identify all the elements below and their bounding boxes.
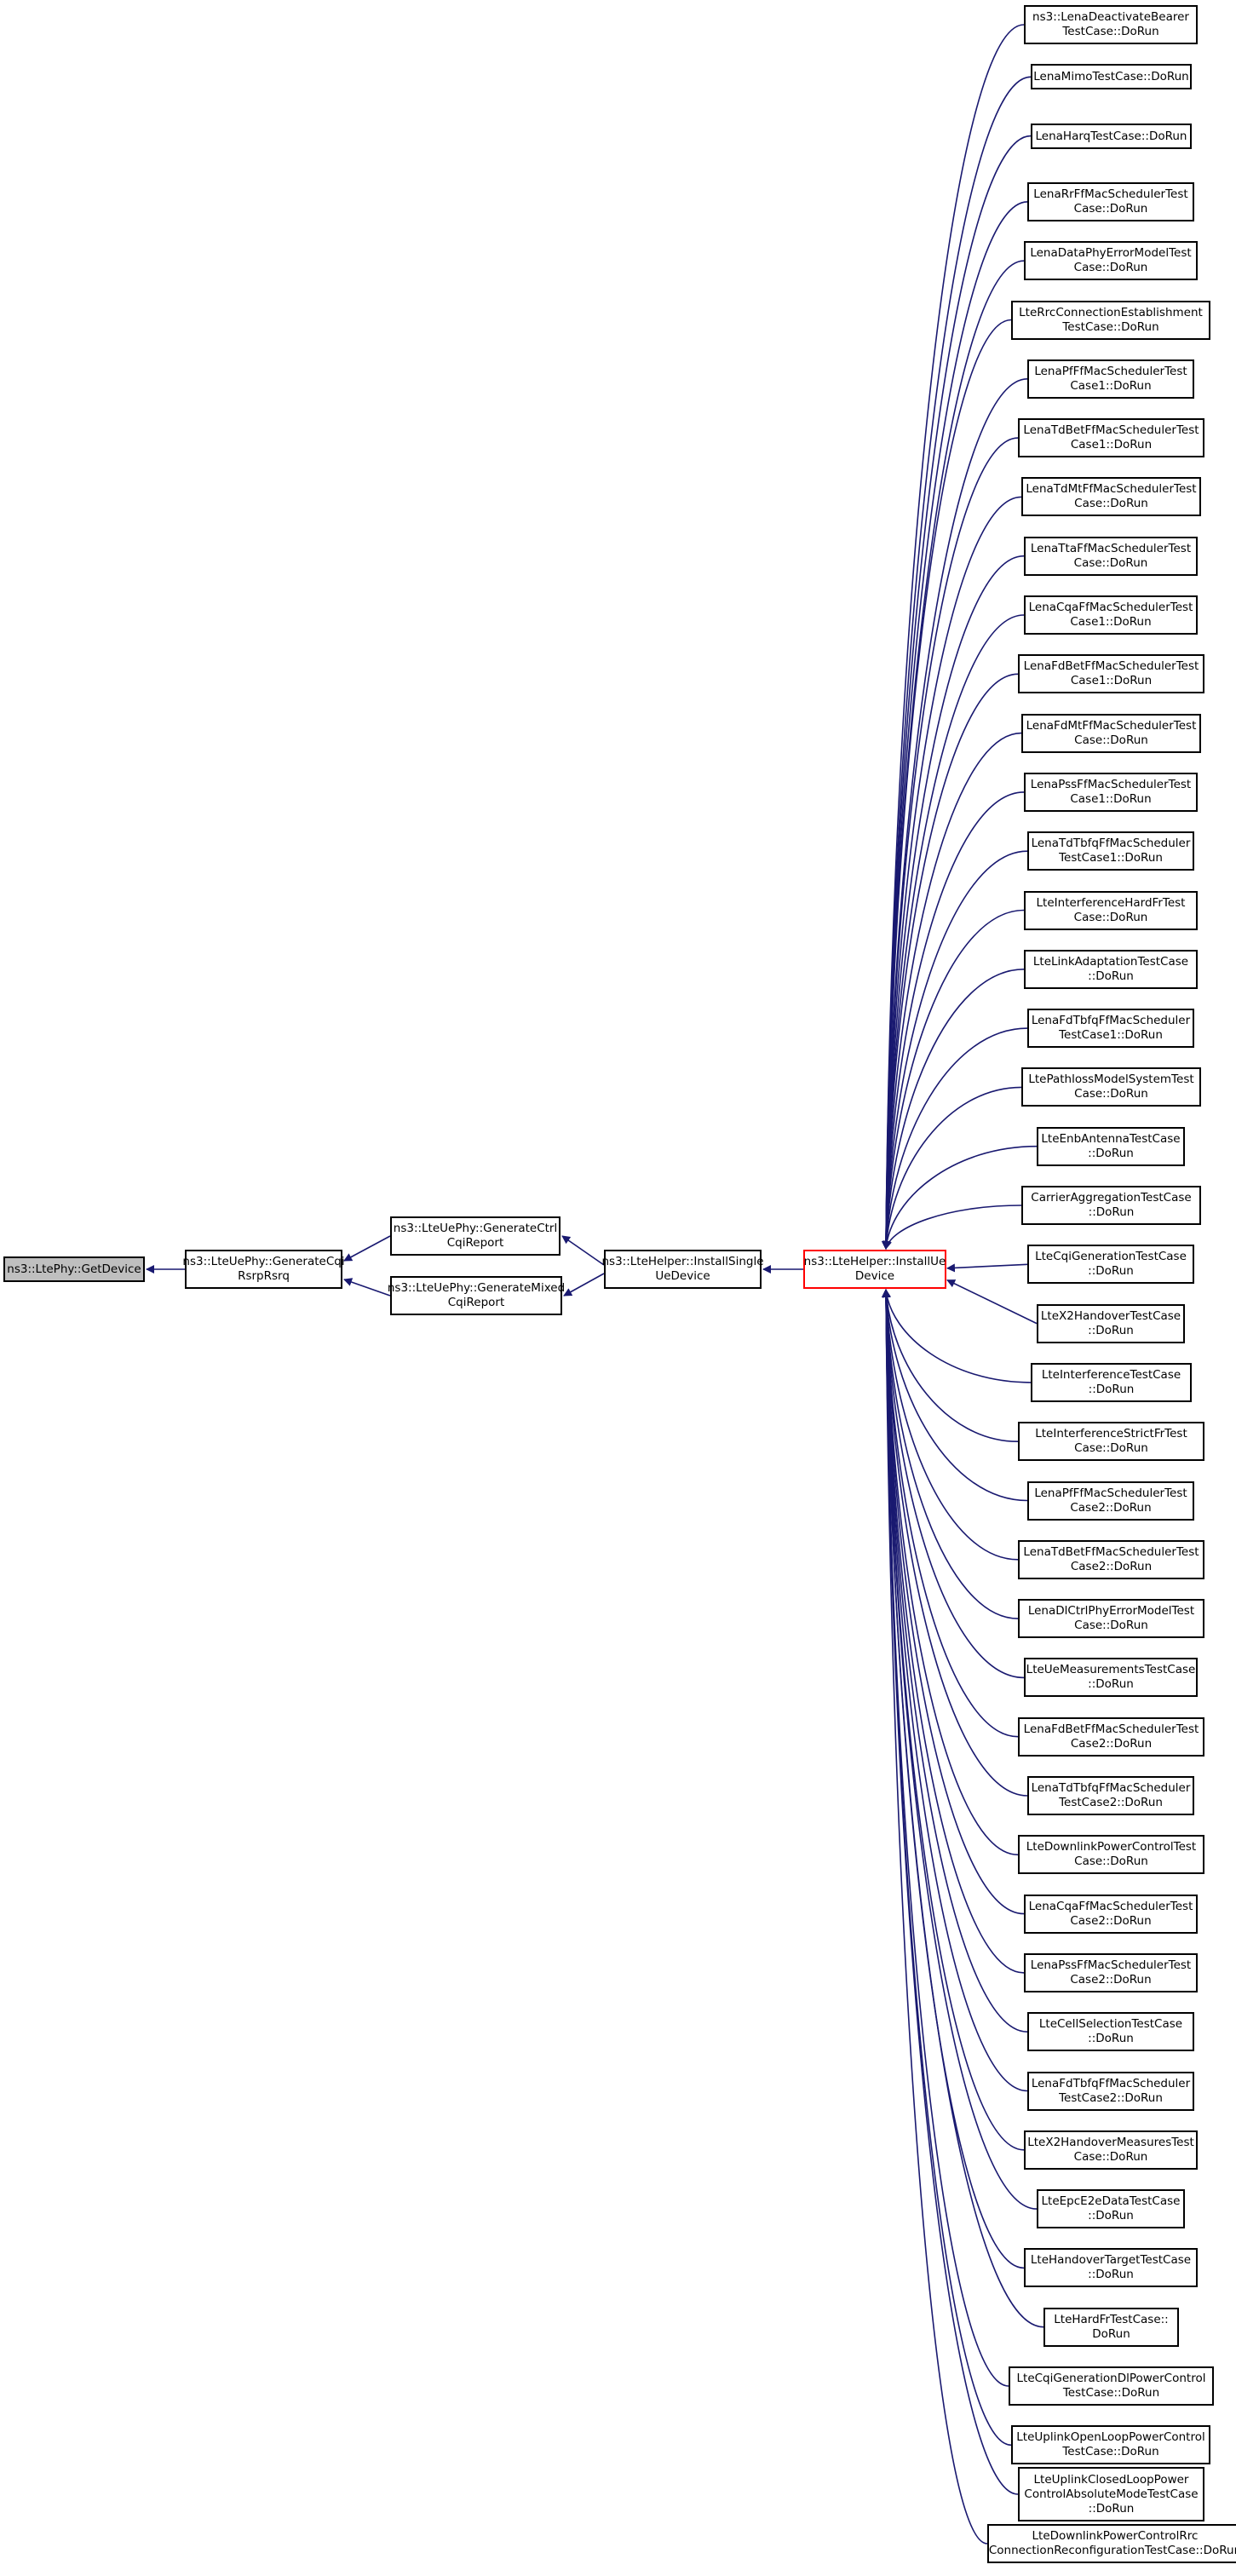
call-edge: [882, 1289, 1028, 1502]
caller-node[interactable]: LtePathlossModelSystemTest Case::DoRun: [1021, 1067, 1201, 1107]
caller-node[interactable]: LteInterferenceTestCase ::DoRun: [1031, 1363, 1192, 1402]
call-edge: [882, 1289, 1028, 2092]
caller-node[interactable]: LteX2HandoverTestCase ::DoRun: [1037, 1304, 1185, 1343]
caller-node[interactable]: LenaTdBetFfMacSchedulerTest Case2::DoRun: [1018, 1540, 1204, 1579]
caller-node[interactable]: LenaDataPhyErrorModelTest Case::DoRun: [1024, 241, 1198, 280]
call-edge: [882, 1289, 988, 2544]
caller-node[interactable]: LenaPfFfMacSchedulerTest Case1::DoRun: [1027, 359, 1194, 399]
call-edge: [882, 319, 1012, 1250]
call-edge: [882, 437, 1019, 1250]
caller-node[interactable]: LteEpcE2eDataTestCase ::DoRun: [1037, 2189, 1185, 2228]
caller-node[interactable]: LteInterferenceHardFrTest Case::DoRun: [1024, 891, 1198, 930]
call-edge: [882, 1289, 1019, 1738]
caller-node[interactable]: LteUplinkOpenLoopPowerControl TestCase::…: [1011, 2425, 1210, 2464]
call-edge: [882, 791, 1025, 1250]
caller-node[interactable]: LenaCqaFfMacSchedulerTest Case2::DoRun: [1024, 1895, 1198, 1934]
call-edge: [882, 1145, 1038, 1250]
caller-node[interactable]: LenaFdBetFfMacSchedulerTest Case1::DoRun: [1018, 654, 1204, 693]
call-edge: [882, 1289, 1025, 1679]
call-edge: [882, 555, 1025, 1250]
call-edge: [882, 909, 1025, 1250]
caller-node[interactable]: LenaPssFfMacSchedulerTest Case1::DoRun: [1024, 773, 1198, 812]
caller-node[interactable]: LenaFdBetFfMacSchedulerTest Case2::DoRun: [1018, 1717, 1204, 1757]
call-edge: [882, 76, 1032, 1250]
caller-node[interactable]: LteRrcConnectionEstablishment TestCase::…: [1011, 301, 1210, 340]
call-edge: [882, 1289, 1028, 2033]
call-edge: [561, 1235, 605, 1266]
caller-node[interactable]: LteCqiGenerationTestCase ::DoRun: [1027, 1245, 1194, 1284]
call-edge: [882, 673, 1019, 1250]
call-edge: [882, 732, 1022, 1250]
call-edge: [882, 1289, 1019, 1619]
caller-node[interactable]: LteInterferenceStrictFrTest Case::DoRun: [1018, 1422, 1204, 1461]
caller-node[interactable]: LenaRrFfMacSchedulerTest Case::DoRun: [1027, 182, 1194, 221]
caller-node[interactable]: LenaFdTbfqFfMacScheduler TestCase2::DoRu…: [1027, 2072, 1194, 2111]
caller-node[interactable]: LenaTdTbfqFfMacScheduler TestCase2::DoRu…: [1027, 1776, 1194, 1815]
call-edge: [882, 1289, 1019, 1561]
call-edge: [882, 1289, 1044, 2328]
call-edge: [882, 1289, 1032, 1383]
caller-node[interactable]: LenaTdTbfqFfMacScheduler TestCase1::DoRu…: [1027, 831, 1194, 871]
caller-node[interactable]: LteLinkAdaptationTestCase ::DoRun: [1024, 950, 1198, 989]
call-edge: [882, 1289, 1019, 2495]
call-edge: [343, 1235, 391, 1262]
caller-node[interactable]: LenaCqaFfMacSchedulerTest Case1::DoRun: [1024, 595, 1198, 635]
caller-node[interactable]: LenaFdMtFfMacSchedulerTest Case::DoRun: [1021, 714, 1201, 753]
call-edge: [882, 850, 1028, 1250]
call-edge: [882, 1289, 1028, 1797]
call-edge: [883, 1205, 1022, 1250]
caller-node[interactable]: LenaDlCtrlPhyErrorModelTest Case::DoRun: [1018, 1599, 1204, 1638]
caller-node[interactable]: ns3::LenaDeactivateBearer TestCase::DoRu…: [1024, 5, 1198, 44]
call-edge: [882, 1086, 1022, 1250]
node-install-single-ue-device[interactable]: ns3::LteHelper::InstallSingle UeDevice: [601, 1250, 764, 1289]
caller-node[interactable]: LenaHarqTestCase::DoRun: [1031, 124, 1192, 149]
call-edge: [882, 1027, 1028, 1250]
call-edge: [882, 1289, 1025, 1915]
caller-node[interactable]: LenaPfFfMacSchedulerTest Case2::DoRun: [1027, 1481, 1194, 1521]
caller-node[interactable]: CarrierAggregationTestCase ::DoRun: [1021, 1186, 1201, 1225]
call-edge: [882, 378, 1028, 1250]
caller-node[interactable]: LteUeMeasurementsTestCase ::DoRun: [1024, 1658, 1198, 1697]
caller-node[interactable]: LenaTdBetFfMacSchedulerTest Case1::DoRun: [1018, 418, 1204, 457]
call-edge: [882, 1289, 1019, 1442]
node-generate-mixed[interactable]: ns3::LteUePhy::GenerateMixed CqiReport: [388, 1276, 565, 1315]
caller-node[interactable]: LenaFdTbfqFfMacScheduler TestCase1::DoRu…: [1027, 1009, 1194, 1048]
caller-node[interactable]: LenaMimoTestCase::DoRun: [1031, 64, 1192, 89]
call-edge: [882, 969, 1025, 1250]
caller-node[interactable]: LteUplinkClosedLoopPower ControlAbsolute…: [1018, 2467, 1204, 2521]
caller-node[interactable]: LenaTdMtFfMacSchedulerTest Case::DoRun: [1021, 477, 1201, 516]
caller-node[interactable]: LteEnbAntennaTestCase ::DoRun: [1037, 1127, 1185, 1166]
caller-node[interactable]: LenaTtaFfMacSchedulerTest Case::DoRun: [1024, 537, 1198, 576]
caller-node[interactable]: LteCellSelectionTestCase ::DoRun: [1027, 2012, 1194, 2051]
caller-node[interactable]: LteHandoverTargetTestCase ::DoRun: [1024, 2248, 1198, 2287]
call-edge: [946, 1263, 1028, 1273]
node-generate-cqi[interactable]: ns3::LteUePhy::GenerateCqi RsrpRsrq: [182, 1250, 345, 1289]
caller-node[interactable]: LteX2HandoverMeasuresTest Case::DoRun: [1024, 2130, 1198, 2170]
call-edge: [343, 1278, 391, 1297]
caller-node[interactable]: LteDownlinkPowerControlRrc ConnectionRec…: [987, 2524, 1236, 2563]
call-edge: [946, 1279, 1038, 1325]
caller-node[interactable]: LteHardFrTestCase:: DoRun: [1043, 2308, 1179, 2347]
call-edge: [882, 1289, 1019, 1856]
caller-node[interactable]: LteDownlinkPowerControlTest Case::DoRun: [1018, 1835, 1204, 1874]
node-get-device: ns3::LtePhy::GetDevice: [3, 1256, 145, 1282]
call-edge: [882, 1289, 1038, 2210]
node-install-ue-device[interactable]: ns3::LteHelper::InstallUe Device: [803, 1250, 946, 1289]
node-generate-ctrl[interactable]: ns3::LteUePhy::GenerateCtrl CqiReport: [390, 1216, 561, 1256]
call-edge: [563, 1273, 605, 1297]
caller-node[interactable]: LteCqiGenerationDlPowerControl TestCase:…: [1009, 2366, 1214, 2406]
call-edge: [882, 496, 1022, 1250]
caller-node[interactable]: LenaPssFfMacSchedulerTest Case2::DoRun: [1024, 1953, 1198, 1992]
